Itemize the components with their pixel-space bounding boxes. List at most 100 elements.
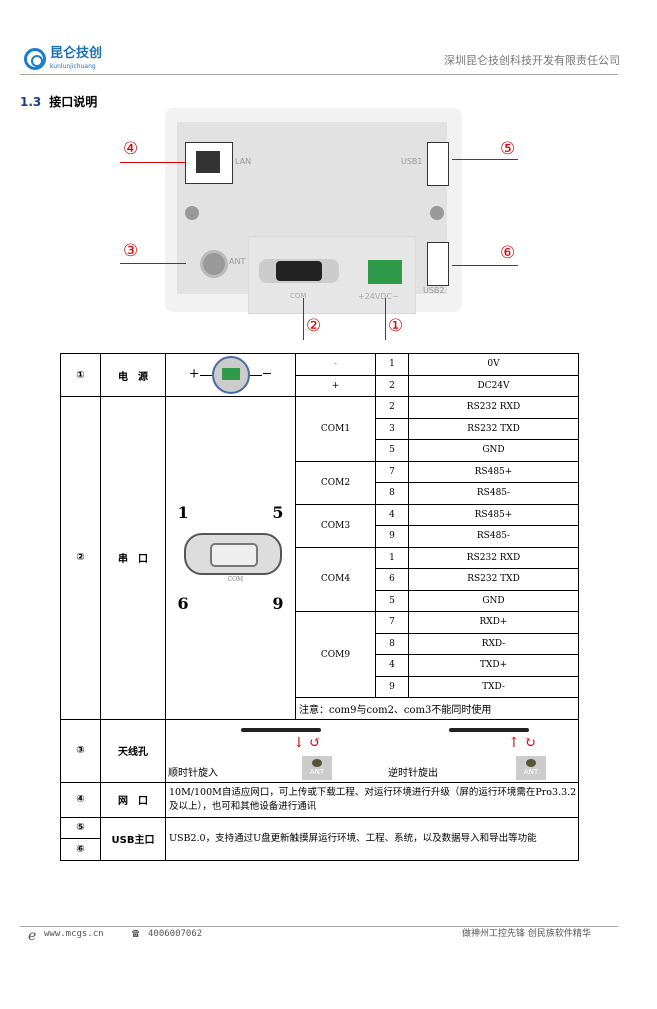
table-row: ⑥ — [60, 838, 579, 861]
com-group: COM4 — [295, 546, 376, 612]
pin: 5 — [375, 589, 409, 612]
pin: 9 — [375, 675, 409, 698]
pin: 2 — [375, 396, 409, 419]
pin: 1 — [375, 546, 409, 569]
ant-label: ANT — [523, 767, 539, 776]
table-row: ⑤ USB主口 USB2.0，支持通过U盘更新触摸屏运行环境、工程、系统，以及数… — [60, 816, 579, 861]
usb2-label: USB2 — [423, 286, 445, 295]
screw-out-label: 逆时针旋出 — [388, 767, 438, 779]
com-group: COM1 — [295, 396, 376, 462]
serial-num: ② — [60, 396, 101, 720]
section-heading: 1.3 接口说明 — [20, 95, 98, 109]
pin-label: 9 — [272, 593, 284, 613]
arrow-down-icon: ↓ ↺ — [293, 734, 321, 751]
antenna-icon — [449, 727, 529, 732]
signal: RS485+ — [408, 503, 579, 526]
antenna-port-icon: ANT — [516, 755, 546, 780]
pin-label: 1 — [177, 502, 189, 522]
screw-icon — [430, 206, 444, 220]
signal: TXD+ — [408, 654, 579, 677]
footer-slogan: 做神州工控先锋 创民族软件精华 — [462, 929, 591, 939]
pin-label: 5 — [272, 502, 284, 522]
table-row: ④ 网 口 10M/100M自适应网口，可上传或下载工程、对运行环境进行升级（屏… — [60, 781, 579, 818]
ie-icon: ℯ — [28, 928, 37, 944]
db9-connector-icon — [183, 532, 282, 575]
section-number: 1.3 — [20, 95, 42, 109]
company-logo-icon — [24, 48, 46, 70]
signal: RS232 TXD — [408, 417, 579, 440]
antenna-port-icon — [200, 250, 228, 278]
pin: 1 — [375, 353, 409, 376]
power-num: ① — [60, 353, 101, 397]
pin: 4 — [375, 654, 409, 677]
usb1-port-icon — [427, 142, 449, 186]
com-label: COM — [290, 292, 307, 300]
polarity: - — [295, 353, 376, 376]
table-row: ③ 天线孔 ↓ ↺ ANT 顺时针旋入 ↑ ↻ ANT 逆时针旋出 — [60, 718, 579, 783]
usb-name: USB主口 — [100, 816, 166, 861]
antenna-icon — [241, 727, 321, 732]
usb-num: ⑤ — [60, 816, 101, 839]
company-name: 深圳昆仑技创科技开发有限责任公司 — [444, 54, 620, 67]
signal: RS485- — [408, 482, 579, 505]
serial-name: 串 口 — [100, 396, 166, 720]
header-divider — [20, 74, 618, 75]
pin: 9 — [375, 525, 409, 548]
power-name: 电 源 — [100, 353, 166, 397]
power-connector-image: +− — [165, 353, 296, 397]
polarity: + — [295, 374, 376, 397]
usb-desc: USB2.0，支持通过U盘更新触摸屏运行环境、工程、系统，以及数据导入和导出等功… — [165, 816, 579, 861]
com-group: COM3 — [295, 503, 376, 548]
power-terminal-icon — [211, 356, 250, 394]
usb-num: ⑥ — [60, 838, 101, 861]
arrow-up-icon: ↑ ↻ — [508, 734, 536, 751]
antenna-name: 天线孔 — [100, 718, 166, 783]
ant-label: ANT — [309, 767, 325, 776]
antenna-port-icon: ANT — [302, 755, 332, 780]
footer-divider — [20, 926, 618, 927]
db9-connector-icon — [259, 259, 339, 283]
pin: 6 — [375, 568, 409, 591]
minus-label: − — [261, 366, 273, 382]
brand-subtitle: kunlunjichuang — [50, 63, 96, 70]
pin: 3 — [375, 417, 409, 440]
footer-phone: 4006007062 — [148, 929, 203, 939]
pin: 5 — [375, 439, 409, 462]
callout-6: ⑥ — [500, 243, 516, 263]
screw-icon — [185, 206, 199, 220]
footer-website: www.mcgs.cn — [44, 929, 104, 939]
usb2-port-icon — [427, 242, 449, 286]
com-group: COM2 — [295, 460, 376, 505]
signal: RS232 TXD — [408, 568, 579, 591]
antenna-instructions: ↓ ↺ ANT 顺时针旋入 ↑ ↻ ANT 逆时针旋出 — [165, 718, 579, 783]
antenna-num: ③ — [60, 718, 101, 783]
device-rear-panel-image: LAN USB1 USB2 ANT COM +24VDC− — [165, 108, 462, 314]
pin: 7 — [375, 611, 409, 634]
com-label: COM — [227, 575, 244, 583]
signal: RXD- — [408, 632, 579, 655]
serial-note: 注意：com9与com2、com3不能同时使用 — [295, 697, 579, 720]
callout-4: ④ — [123, 139, 139, 159]
pin: 4 — [375, 503, 409, 526]
com-group: COM9 — [295, 611, 376, 698]
usb1-label: USB1 — [401, 157, 423, 166]
section-title: 接口说明 — [49, 95, 98, 109]
screw-in-label: 顺时针旋入 — [168, 767, 218, 779]
signal: RXD+ — [408, 611, 579, 634]
signal: 0V — [408, 353, 579, 376]
pin: 7 — [375, 460, 409, 483]
lan-port-icon — [185, 142, 233, 184]
pin-label: 6 — [177, 593, 189, 613]
signal: DC24V — [408, 374, 579, 397]
lan-label: LAN — [235, 157, 252, 166]
brand-name: 昆仑技创 — [50, 46, 103, 61]
